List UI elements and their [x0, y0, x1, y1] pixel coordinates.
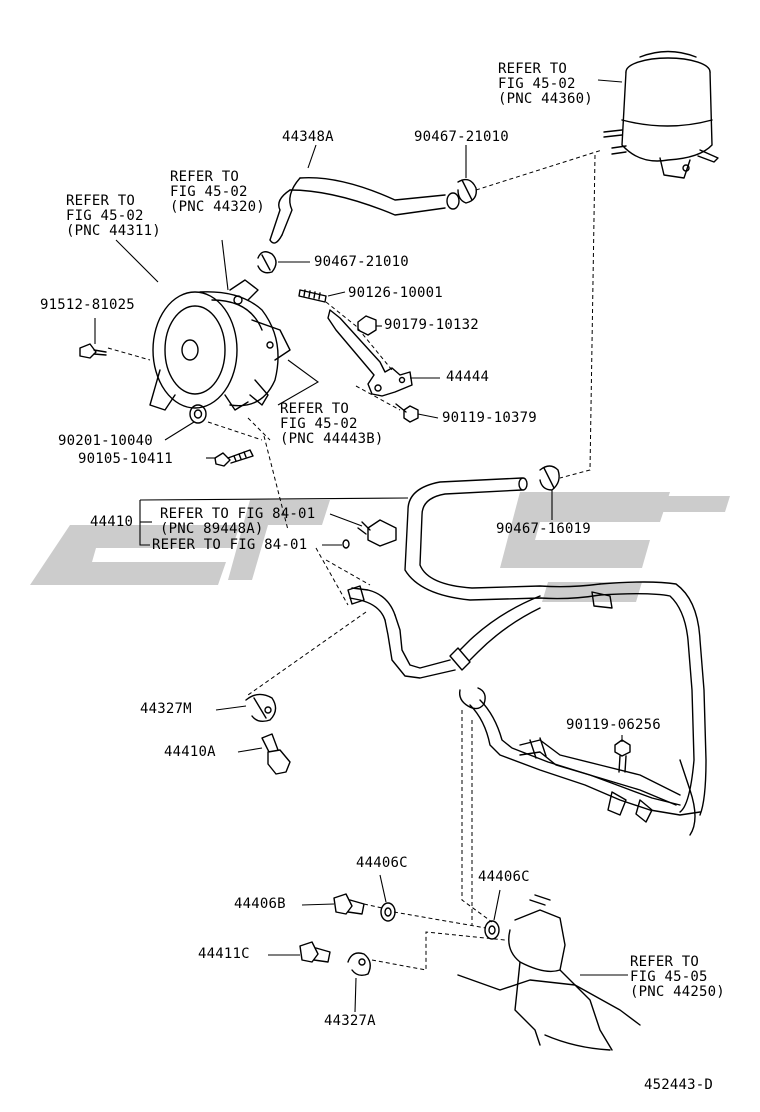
stud-bolt-90126-10001 — [298, 289, 327, 303]
part-label-90201-10040: 90201-10040 — [58, 433, 153, 449]
part-label-44444: 44444 — [446, 369, 490, 385]
reservoir-tank — [603, 50, 719, 179]
callout-refer-fig-84-01: REFER TO FIG 84-01 — [152, 537, 308, 553]
part-label-44410a: 44410A — [164, 744, 216, 760]
clamp-90467-16019 — [539, 465, 560, 491]
part-label-44406c-left: 44406C — [356, 855, 408, 871]
clamp-44327m — [245, 693, 277, 723]
part-label-90467-16019: 90467-16019 — [496, 521, 591, 537]
dashed-connection-lines — [107, 149, 603, 971]
part-label-91512-81025: 91512-81025 — [40, 297, 135, 313]
bolt-90119-10379 — [395, 403, 419, 423]
bolt-91512-81025 — [79, 343, 107, 359]
part-label-44348a: 44348A — [282, 129, 334, 145]
part-label-90126-10001: 90126-10001 — [348, 285, 443, 301]
pressure-line-44410 — [347, 477, 707, 836]
part-label-44410: 44410 — [90, 514, 134, 530]
part-label-90179-10132: 90179-10132 — [384, 317, 479, 333]
gasket-44406c-right — [484, 920, 500, 940]
part-label-90119-10379: 90119-10379 — [442, 410, 537, 426]
union-bolt-44406b — [333, 893, 365, 915]
clamp-90467-21010-mid — [257, 251, 277, 274]
part-label-90119-06256: 90119-06256 — [566, 717, 661, 733]
part-label-44411c: 44411C — [198, 946, 250, 962]
part-label-90467-21010-top: 90467-21010 — [414, 129, 509, 145]
bolt-90119-06256 — [614, 739, 631, 773]
part-label-44327a: 44327A — [324, 1013, 376, 1029]
gasket-44406c-left — [380, 902, 396, 922]
union-bolt-44411c — [299, 941, 331, 963]
hose-44348a — [269, 176, 460, 244]
pressure-switch — [342, 519, 397, 549]
part-label-90105-10411: 90105-10411 — [78, 451, 173, 467]
clamp-44327a — [347, 952, 371, 977]
part-label-44327m: 44327M — [140, 701, 192, 717]
bolt-90105-10411 — [214, 449, 254, 467]
part-label-90467-21010-mid: 90467-21010 — [314, 254, 409, 270]
leader-lines — [94, 79, 628, 1013]
part-label-44406c-right: 44406C — [478, 869, 530, 885]
nut-90179-10132 — [357, 315, 377, 336]
power-steering-pump — [149, 279, 291, 411]
clamp-90467-21010-top — [457, 178, 477, 204]
watermark-logo — [30, 492, 730, 602]
diagram-id: 452443-D — [644, 1077, 714, 1093]
steering-gear-housing — [457, 894, 641, 1051]
washer-90201-10040 — [189, 404, 207, 424]
union-bolt-44410a — [261, 733, 291, 775]
bracket-44444 — [327, 309, 413, 397]
callout-refer-fig-84-01-pnc-89448a: REFER TO FIG 84-01(PNC 89448A) — [160, 506, 316, 537]
part-label-44406b: 44406B — [234, 896, 286, 912]
